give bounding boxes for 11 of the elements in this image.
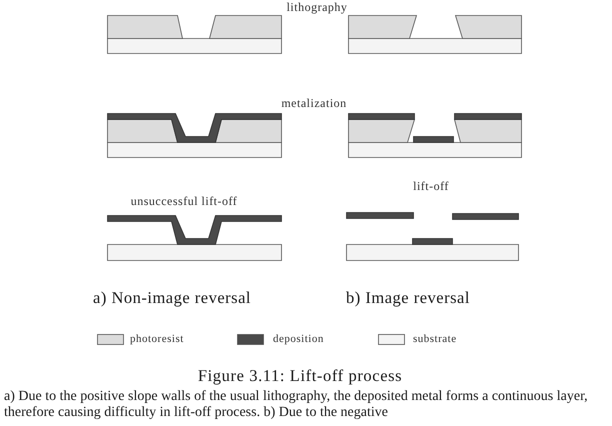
step-label: metalization [281, 96, 347, 110]
legend-label: photoresist [130, 333, 184, 346]
legend-label: deposition [273, 333, 324, 346]
panel-label: b) Image reversal [346, 288, 470, 308]
step-label: lift-off [413, 178, 449, 194]
step-label: unsuccessful lift-off [130, 194, 238, 208]
figure-caption: Figure 3.11: Lift-off process [198, 366, 402, 386]
step-label: lithography [286, 0, 348, 14]
caption-text: a) Due to the positive slope walls of the usual lithography, the deposited metal forms a continuous layer, therefore causing difficulty in lift-off process. b) Due to the negative [4, 389, 589, 421]
panel-label: a) Non-image reversal [93, 288, 252, 308]
legend-label: substrate [413, 333, 457, 346]
